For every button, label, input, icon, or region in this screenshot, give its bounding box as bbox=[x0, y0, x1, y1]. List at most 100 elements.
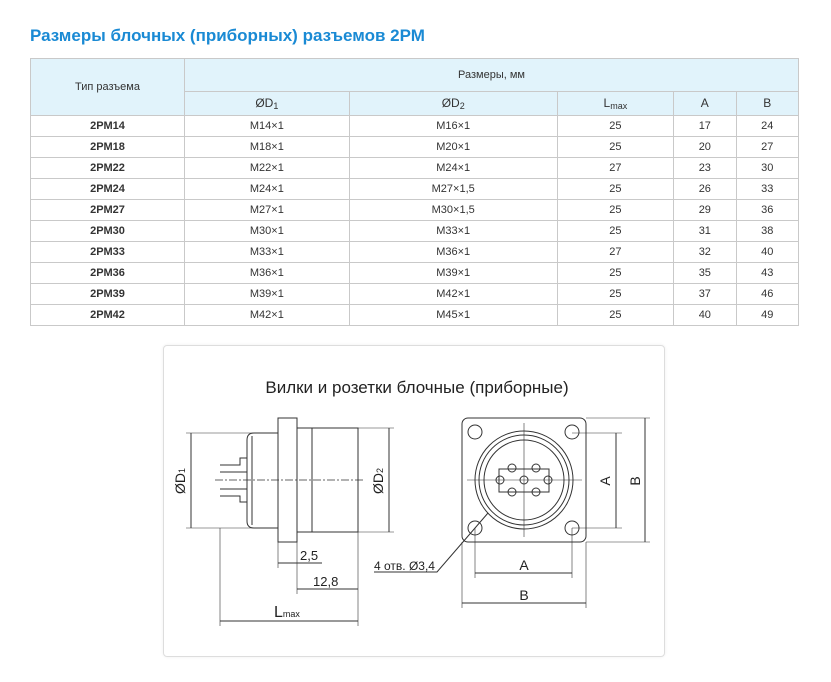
dimension-cell: 25 bbox=[556, 115, 675, 137]
connector-type-cell: 2РМ39 bbox=[30, 283, 185, 305]
dimension-cell: M14×1 bbox=[184, 115, 350, 137]
connector-type-cell: 2РМ33 bbox=[30, 241, 185, 263]
lmax-label: L bbox=[274, 604, 283, 621]
connector-drawing: Вилки и розетки блочные (приборные) ØD1 … bbox=[172, 378, 650, 626]
dimension-cell: M45×1 bbox=[348, 304, 558, 326]
drawing-panel bbox=[163, 345, 665, 657]
a-label-vertical: A bbox=[597, 476, 613, 486]
svg-text:Lmax: Lmax bbox=[274, 604, 300, 621]
connector-type-cell: 2РМ36 bbox=[30, 262, 185, 284]
dimension-cell: 29 bbox=[673, 199, 737, 221]
dimension-cell: M42×1 bbox=[348, 283, 558, 305]
dimension-cell: 31 bbox=[673, 220, 737, 242]
lmax-sub: max bbox=[283, 609, 301, 619]
connector-type-cell: 2РМ24 bbox=[30, 178, 185, 200]
column-header-sub: max bbox=[610, 101, 628, 111]
dimension-cell: 23 bbox=[673, 157, 737, 179]
column-header-sub: 1 bbox=[273, 101, 279, 111]
dimension-cell: M27×1,5 bbox=[348, 178, 558, 200]
dimension-cell: M30×1,5 bbox=[348, 199, 558, 221]
dimension-cell: M18×1 bbox=[184, 136, 350, 158]
dimension-cell: 49 bbox=[735, 304, 800, 326]
svg-text:ØD2: ØD2 bbox=[370, 468, 386, 494]
column-header: ØD1 bbox=[184, 91, 350, 116]
column-header-main: L bbox=[603, 96, 611, 110]
holes-label: 4 отв. Ø3,4 bbox=[374, 559, 435, 573]
dimension-cell: 30 bbox=[735, 157, 800, 179]
dimension-cell: 36 bbox=[735, 199, 800, 221]
connector-type-cell: 2РМ27 bbox=[30, 199, 185, 221]
dimension-cell: 24 bbox=[735, 115, 800, 137]
type-header: Тип разъема bbox=[30, 58, 185, 116]
dimension-cell: M39×1 bbox=[348, 262, 558, 284]
b-label: B bbox=[519, 587, 528, 603]
column-header-main: ØD bbox=[441, 96, 460, 110]
column-header: Lmax bbox=[556, 91, 675, 116]
dimension-cell: M36×1 bbox=[348, 241, 558, 263]
dimension-cell: 25 bbox=[556, 304, 675, 326]
page-title: Размеры блочных (приборных) разъемов 2РМ bbox=[30, 26, 425, 45]
connector-type-cell: 2РМ42 bbox=[30, 304, 185, 326]
dimension-cell: 40 bbox=[735, 241, 800, 263]
flange-dim: 2,5 bbox=[300, 548, 318, 563]
dimension-cell: 27 bbox=[556, 157, 675, 179]
dimension-cell: 43 bbox=[735, 262, 800, 284]
front-view bbox=[374, 417, 650, 608]
column-header: A bbox=[673, 91, 737, 116]
dimension-cell: M33×1 bbox=[348, 220, 558, 242]
connector-type-cell: 2РМ22 bbox=[30, 157, 185, 179]
dimension-cell: M22×1 bbox=[184, 157, 350, 179]
dimension-cell: 33 bbox=[735, 178, 800, 200]
d1-label: ØD bbox=[172, 473, 188, 494]
dimension-cell: 17 bbox=[673, 115, 737, 137]
dimension-cell: 38 bbox=[735, 220, 800, 242]
dimension-cell: 46 bbox=[735, 283, 800, 305]
dimension-cell: M24×1 bbox=[184, 178, 350, 200]
dimension-cell: M20×1 bbox=[348, 136, 558, 158]
column-header: B bbox=[735, 91, 800, 116]
connector-type-cell: 2РМ30 bbox=[30, 220, 185, 242]
body-dim: 12,8 bbox=[313, 574, 338, 589]
dimension-cell: M27×1 bbox=[184, 199, 350, 221]
dimension-cell: M42×1 bbox=[184, 304, 350, 326]
dimension-cell: 32 bbox=[673, 241, 737, 263]
column-header: ØD2 bbox=[348, 91, 558, 116]
dimension-cell: M24×1 bbox=[348, 157, 558, 179]
dimension-cell: 25 bbox=[556, 220, 675, 242]
dimension-cell: 25 bbox=[556, 136, 675, 158]
connector-type-cell: 2РМ14 bbox=[30, 115, 185, 137]
d2-sub: 2 bbox=[375, 468, 385, 473]
dimension-cell: 27 bbox=[735, 136, 800, 158]
d1-sub: 1 bbox=[177, 468, 187, 473]
connector-type-cell: 2РМ18 bbox=[30, 136, 185, 158]
dimension-cell: 25 bbox=[556, 262, 675, 284]
a-label: A bbox=[519, 557, 529, 573]
dimension-cell: 25 bbox=[556, 199, 675, 221]
sizes-header: Размеры, мм bbox=[184, 58, 799, 92]
column-header-sub: 2 bbox=[459, 101, 465, 111]
dimension-cell: M39×1 bbox=[184, 283, 350, 305]
dimension-cell: 37 bbox=[673, 283, 737, 305]
dimension-cell: 26 bbox=[673, 178, 737, 200]
dimension-cell: 25 bbox=[556, 283, 675, 305]
dimension-cell: M30×1 bbox=[184, 220, 350, 242]
dimension-cell: 35 bbox=[673, 262, 737, 284]
dimension-cell: M36×1 bbox=[184, 262, 350, 284]
column-header-main: A bbox=[700, 96, 709, 110]
dimension-cell: 20 bbox=[673, 136, 737, 158]
drawing-title: Вилки и розетки блочные (приборные) bbox=[265, 378, 568, 397]
dimension-cell: M16×1 bbox=[348, 115, 558, 137]
column-header-main: ØD bbox=[255, 96, 274, 110]
b-label-vertical: B bbox=[627, 476, 643, 485]
